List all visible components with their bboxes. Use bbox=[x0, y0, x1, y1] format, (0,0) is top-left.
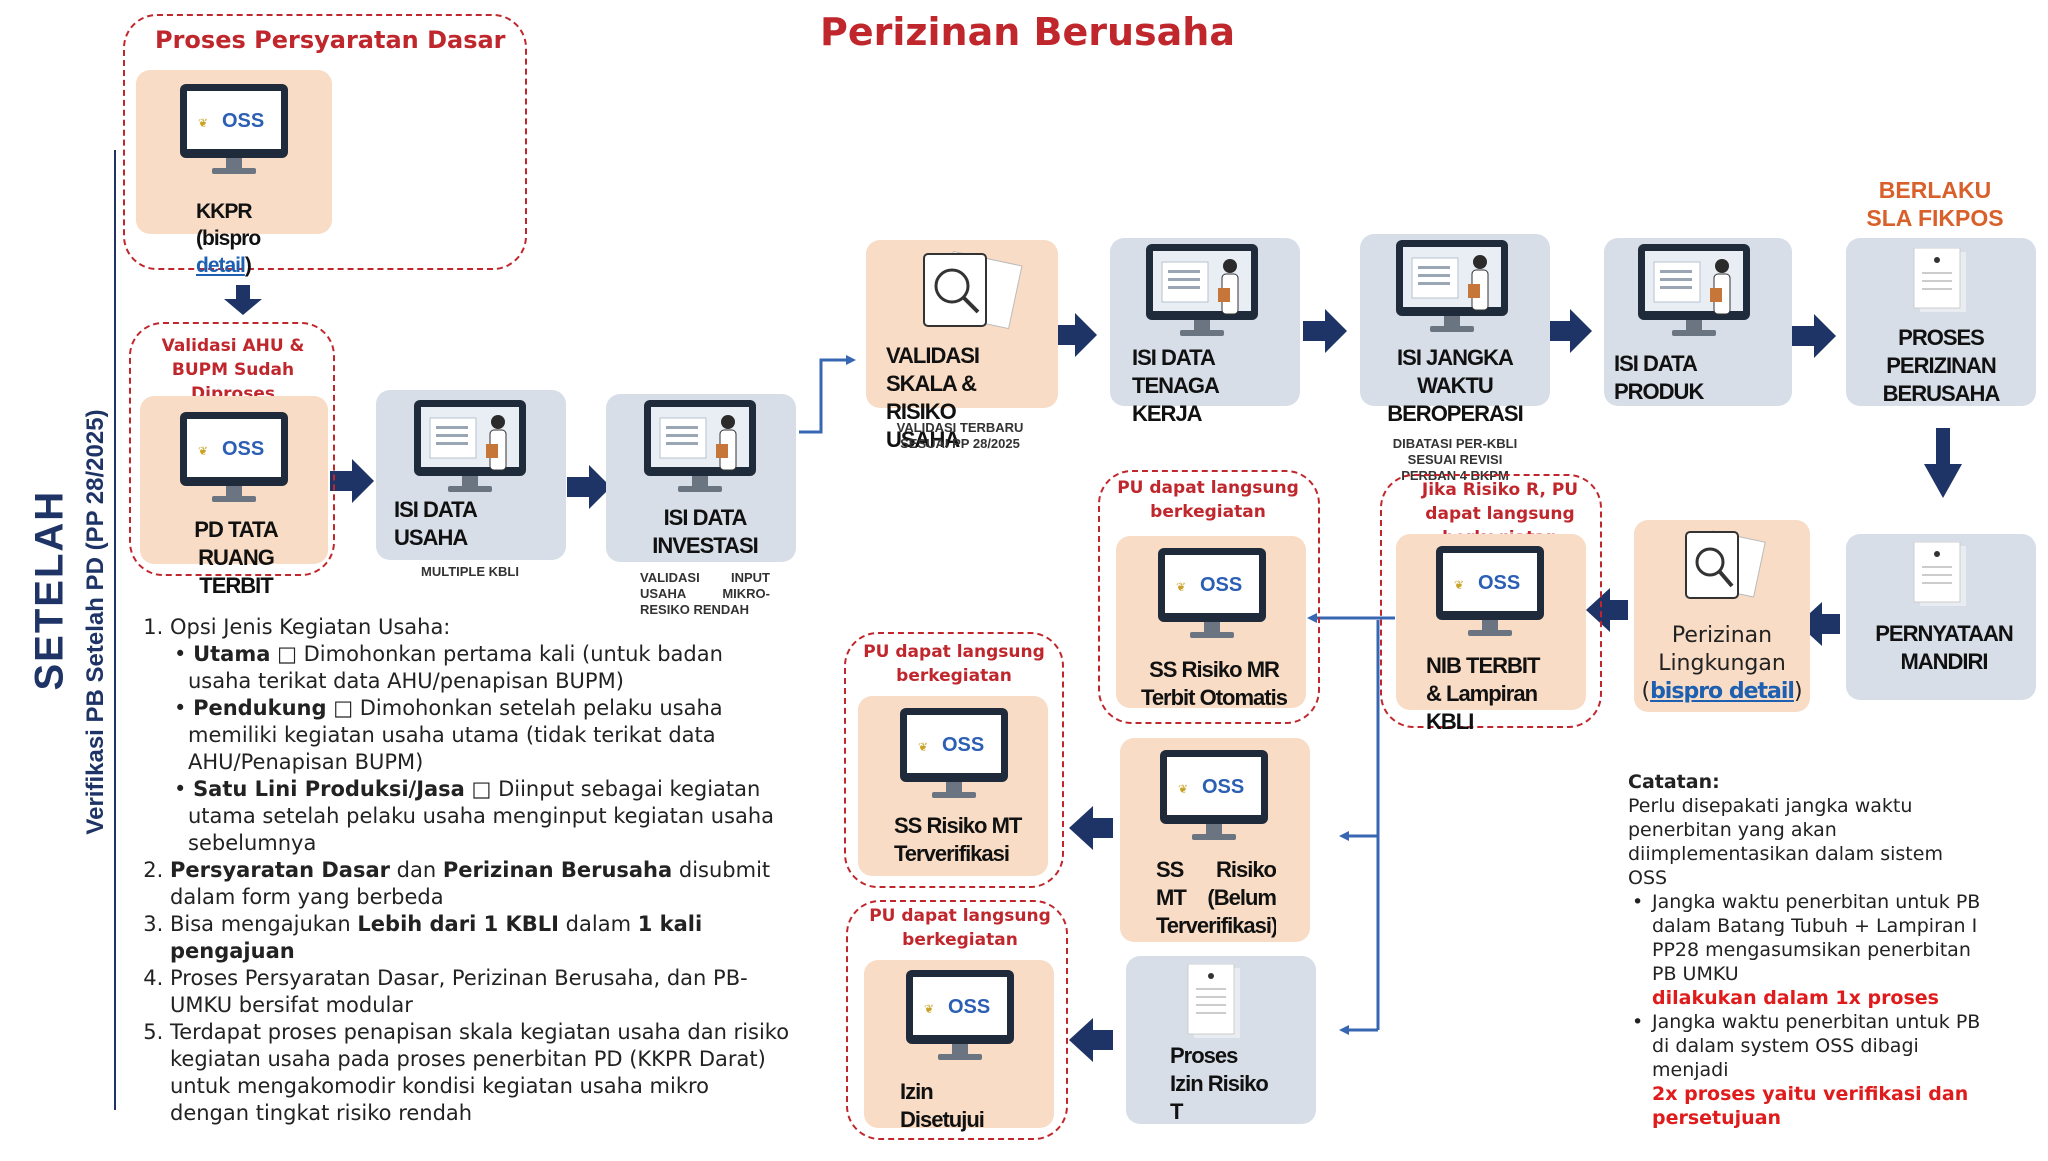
izin-disetujui-note: PU dapat langsung berkegiatan bbox=[869, 906, 1051, 950]
arrow-mtbelum-mtverif bbox=[1069, 806, 1113, 850]
side-divider bbox=[114, 150, 116, 1110]
svg-text:❦: ❦ bbox=[918, 740, 928, 754]
page-title: Perizinan Berusaha bbox=[820, 10, 1235, 54]
oss-monitor-icon: ❦ OSS bbox=[904, 968, 1016, 1071]
svg-text:OSS: OSS bbox=[948, 996, 990, 1018]
note-bullet: Utama □ Dimohonkan pertama kali (untuk b… bbox=[188, 641, 792, 695]
catatan-heading: Catatan: bbox=[1628, 771, 1720, 793]
arrow-izint-disetujui bbox=[1069, 1018, 1113, 1062]
arrow-validasi-tenaga bbox=[1053, 313, 1097, 357]
person-monitor-icon bbox=[1636, 242, 1756, 347]
node-isi-data-usaha-note: MULTIPLE KBLI bbox=[421, 564, 519, 579]
document-icon bbox=[1180, 963, 1250, 1049]
catatan-intro: Perlu disepakati jangka waktu penerbitan… bbox=[1628, 795, 1943, 889]
arrow-proses-down bbox=[1924, 428, 1962, 498]
group-persyaratan-dasar-label: Proses Persyaratan Dasar bbox=[155, 26, 506, 54]
group-validasi-ahu bbox=[129, 322, 335, 576]
svg-text:❦: ❦ bbox=[1176, 580, 1186, 594]
svg-text:❦: ❦ bbox=[198, 444, 208, 458]
group-ss-mr bbox=[1098, 470, 1320, 724]
node-isi-data-produk-label: ISI DATA PRODUK bbox=[1614, 351, 1704, 404]
svg-text:OSS: OSS bbox=[1202, 776, 1244, 798]
notes-list: Opsi Jenis Kegiatan Usaha: Utama □ Dimoh… bbox=[136, 614, 792, 1127]
group-persyaratan-dasar bbox=[123, 14, 527, 270]
document-icon bbox=[1906, 247, 1976, 323]
node-nib-terbit-label: NIB TERBIT & Lampiran KBLI bbox=[1426, 653, 1540, 734]
note-bullet: Pendukung □ Dimohonkan setelah pelaku us… bbox=[188, 695, 792, 776]
svg-text:OSS: OSS bbox=[1200, 574, 1242, 596]
kkpr-detail-link[interactable]: detail bbox=[196, 254, 246, 277]
catatan-bullet-2: Jangka waktu penerbitan untuk PB di dala… bbox=[1632, 1010, 1988, 1130]
node-validasi-skala-risiko-note: VALIDASI TERBARU SESUAI PP 28/2025 bbox=[896, 420, 1024, 451]
svg-text:OSS: OSS bbox=[942, 734, 984, 756]
person-monitor-icon bbox=[642, 398, 762, 503]
svg-text:❦: ❦ bbox=[198, 116, 208, 130]
note-bullet: Satu Lini Produksi/Jasa □ Diinput sebaga… bbox=[188, 776, 792, 857]
arrow-lingkungan-nib bbox=[1586, 588, 1628, 632]
node-ss-mt-belum-label: SS Risiko MT (Belum Terverifikasi) bbox=[1156, 857, 1276, 938]
person-monitor-icon bbox=[1394, 238, 1514, 343]
person-monitor-icon bbox=[1144, 242, 1264, 347]
svg-text:OSS: OSS bbox=[1478, 572, 1520, 594]
node-isi-data-usaha-label: ISI DATA USAHA bbox=[394, 497, 477, 550]
node-perizinan-lingkungan-label: Perizinan Lingkungan (bispro detail) bbox=[1641, 623, 1803, 704]
group-nib-terbit bbox=[1380, 474, 1602, 728]
ss-mt-verif-note: PU dapat langsung berkegiatan bbox=[863, 642, 1045, 686]
node-isi-jangka-waktu-label: ISI JANGKA WAKTU BEROPERASI bbox=[1387, 345, 1523, 426]
node-kkpr-label: KKPR (bispro detail) bbox=[196, 200, 261, 277]
node-validasi-skala-risiko-label: VALIDASI SKALA & RISIKO USAHA bbox=[886, 343, 980, 452]
svg-text:❦: ❦ bbox=[924, 1002, 934, 1016]
arrow-pernyataan-lingkungan bbox=[1798, 602, 1840, 646]
svg-text:OSS: OSS bbox=[222, 438, 264, 460]
node-isi-data-tenaga-kerja-label: ISI DATA TENAGA KERJA bbox=[1132, 345, 1219, 426]
oss-monitor-icon: ❦ OSS bbox=[1156, 546, 1268, 649]
arrow-jangka-produk bbox=[1548, 309, 1592, 353]
ss-mr-note: PU dapat langsung berkegiatan bbox=[1117, 478, 1299, 522]
note-item-2: Persyaratan Dasar dan Perizinan Berusaha… bbox=[170, 857, 792, 911]
note-item-4: Proses Persyaratan Dasar, Perizinan Beru… bbox=[170, 965, 792, 1019]
berlaku-sla-label: BERLAKU SLA FIKPOS bbox=[1866, 177, 2004, 231]
oss-monitor-icon: ❦ OSS bbox=[1434, 544, 1546, 647]
node-ss-mt-verif-label: SS Risiko MT Terverifikasi bbox=[894, 813, 1022, 866]
node-pernyataan-mandiri-label: PERNYATAAN MANDIRI bbox=[1875, 621, 2014, 674]
group-ss-mt-verif bbox=[844, 632, 1064, 888]
node-ss-risiko-mr-label: SS Risiko MR Terbit Otomatis bbox=[1141, 657, 1288, 710]
note-item-5: Terdapat proses penapisan skala kegiatan… bbox=[170, 1019, 792, 1127]
group-validasi-ahu-label: Validasi AHU & BUPM Sudah Diproses bbox=[161, 336, 305, 404]
catatan-bullet-1: Jangka waktu penerbitan untuk PB dalam B… bbox=[1632, 890, 1988, 1010]
node-proses-izin-t-label: Proses Izin Risiko T bbox=[1170, 1043, 1269, 1124]
arrow-usaha-investasi bbox=[567, 465, 611, 509]
oss-monitor-icon: ❦ OSS bbox=[178, 82, 290, 185]
oss-monitor-icon: ❦ OSS bbox=[1158, 748, 1270, 851]
oss-monitor-icon: ❦ OSS bbox=[178, 410, 290, 513]
connector-investasi-validasi bbox=[799, 355, 856, 434]
catatan-box: Catatan: Perlu disepakati jangka waktu p… bbox=[1628, 770, 1988, 1130]
svg-text:❦: ❦ bbox=[1178, 782, 1188, 796]
note-item-1: Opsi Jenis Kegiatan Usaha: Utama □ Dimoh… bbox=[170, 614, 792, 857]
arrow-pd-usaha bbox=[330, 459, 374, 503]
node-pd-tata-ruang-label: PD TATA RUANG TERBIT bbox=[194, 517, 278, 598]
node-isi-data-investasi-label: ISI DATA INVESTASI bbox=[652, 505, 759, 558]
magnifier-document-icon bbox=[916, 250, 1026, 345]
magnifier-document-icon bbox=[1678, 530, 1768, 615]
arrow-produk-proses bbox=[1792, 314, 1836, 358]
document-icon bbox=[1906, 541, 1976, 617]
node-proses-perizinan-label: PROSES PERIZINAN BERUSAHA bbox=[1882, 325, 2001, 406]
group-izin-disetujui bbox=[846, 900, 1068, 1140]
arrow-tenaga-jangka bbox=[1303, 309, 1347, 353]
svg-text:❦: ❦ bbox=[1454, 578, 1464, 592]
node-isi-data-investasi-note: VALIDASI INPUT USAHA MIKRO-RESIKO RENDAH bbox=[640, 570, 770, 617]
note-item-3: Bisa mengajukan Lebih dari 1 KBLI dalam … bbox=[170, 911, 792, 965]
person-monitor-icon bbox=[412, 398, 532, 503]
node-izin-disetujui-label: Izin Disetujui bbox=[900, 1079, 985, 1132]
lingkungan-bispro-link[interactable]: bispro detail bbox=[1650, 679, 1795, 704]
svg-text:OSS: OSS bbox=[222, 110, 264, 132]
oss-monitor-icon: ❦ OSS bbox=[898, 706, 1010, 809]
arrow-kkpr-down bbox=[224, 285, 262, 315]
